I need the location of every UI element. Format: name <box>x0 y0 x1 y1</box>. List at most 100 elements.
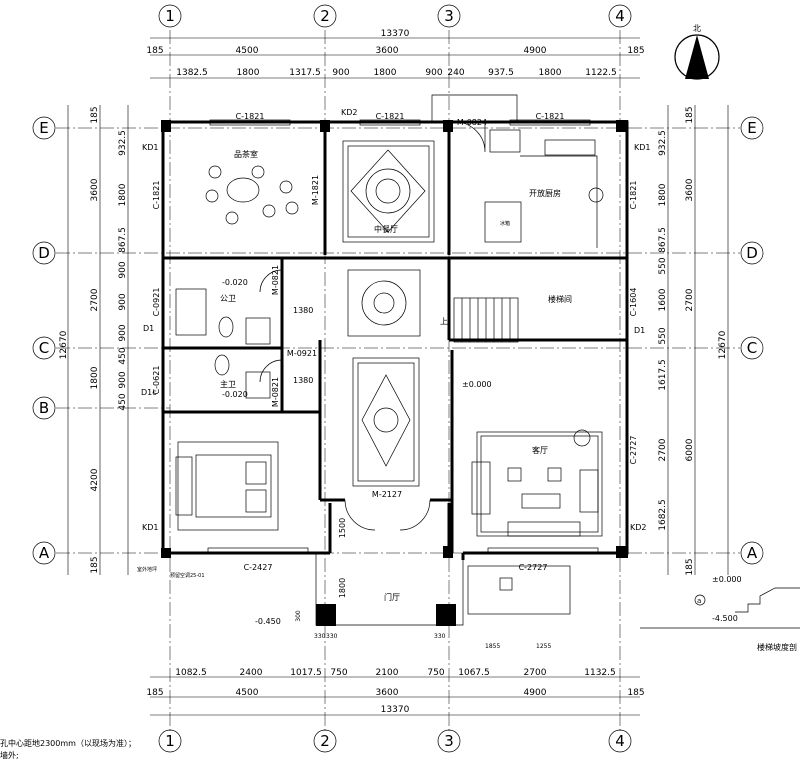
dim-right-m3: 2700 <box>685 288 695 311</box>
hall-ornament <box>347 269 421 337</box>
dim-bot-main-1: 4500 <box>236 688 259 698</box>
dim-right-m5: 185 <box>685 558 695 575</box>
legend-circle: a <box>697 597 701 605</box>
corridor-carpet <box>352 357 420 487</box>
dim-left-d9: 450 <box>118 393 128 410</box>
dim-left-total: 12670 <box>59 330 69 359</box>
mark-kd1-right: KD1 <box>634 143 651 152</box>
axis-D-left: D <box>38 244 50 262</box>
window-c2427: C-2427 <box>244 563 273 572</box>
windows: C-1821 C-1821 C-1821 C-1821 C-1821 C-092… <box>152 112 638 572</box>
room-living: 客厅 <box>532 445 548 455</box>
dim-bot-total: 13370 <box>381 705 410 715</box>
dim-bot-edge-l: 185 <box>146 688 163 698</box>
walls <box>161 94 629 626</box>
columns <box>161 120 628 626</box>
dim-top-d6: 900 <box>425 68 442 78</box>
legend-elev-top: ±0.000 <box>712 575 742 584</box>
dim-bot-d9: 1132.5 <box>584 668 616 678</box>
mark-elev-living: ±0.000 <box>462 380 492 389</box>
stairs <box>453 297 519 343</box>
dim-top-main-1: 4500 <box>236 46 259 56</box>
axis-A-right: A <box>747 544 758 562</box>
window-c1821-b: C-1821 <box>376 112 405 121</box>
dim-top-d10: 1122.5 <box>585 68 617 78</box>
axis-4-bottom: 4 <box>615 732 625 750</box>
room-master-wc: 主卫 <box>220 379 236 389</box>
axis-4-top: 4 <box>615 7 625 25</box>
window-c2727-right: C-2727 <box>629 436 638 465</box>
room-tea-room: 品茶室 <box>234 149 258 159</box>
room-dining: 中餐厅 <box>374 224 398 234</box>
doors: M-0824 M-1821 M-0821 M-0921 M-0821 M-212… <box>259 118 487 531</box>
mark-d1-b: D1c <box>141 388 157 397</box>
bottom-notes: 孔中心距地2300mm（以现场为准）； 墙外; <box>0 738 136 760</box>
mark-kd2-bottom-right: KD2 <box>630 523 647 532</box>
row-axis-right: E D C A <box>740 116 764 565</box>
legend-ramp-label: 楼梯坡度剖 <box>757 642 797 652</box>
living-sofa <box>471 429 603 537</box>
dim-right-d9: 1682.5 <box>658 499 668 531</box>
room-labels: 品茶室 中餐厅 开放厨房 楼梯间 公卫 主卫 客厅 门厅 冰箱 <box>220 149 572 602</box>
mark-kd2-top: KD2 <box>341 108 358 117</box>
window-c1821-left: C-1821 <box>152 181 161 210</box>
dim-right-d3: 867.5 <box>658 227 668 253</box>
dim-bot-d4: 750 <box>330 668 347 678</box>
kitchen <box>484 129 604 248</box>
dim-bot-main-3: 4900 <box>524 688 547 698</box>
mark-porch-330c: 330 <box>434 633 446 640</box>
dim-top-main-3: 4900 <box>524 46 547 56</box>
dim-bot-d1: 1082.5 <box>175 668 207 678</box>
dim-top-d3: 1317.5 <box>289 68 321 78</box>
dim-right-d5: 1600 <box>658 288 668 311</box>
door-m0821-b: M-0821 <box>271 377 280 407</box>
dim-left-d2: 1800 <box>118 183 128 206</box>
room-kitchen: 开放厨房 <box>529 188 561 198</box>
legend-elev-bottom: -4.500 <box>712 614 738 623</box>
dim-right-d1: 932.5 <box>658 130 668 156</box>
mark-porch-300: 300 <box>295 610 302 622</box>
mark-width-1380-b: 1380 <box>293 376 313 385</box>
dim-bot-d8: 2700 <box>524 668 547 678</box>
dim-top-d7: 240 <box>447 68 464 78</box>
dim-right-d8: 2700 <box>658 438 668 461</box>
axis-1-bottom: 1 <box>165 732 175 750</box>
window-c1821-c: C-1821 <box>536 112 565 121</box>
axis-B-left: B <box>39 399 49 417</box>
dim-bot-d6: 750 <box>427 668 444 678</box>
note-ac-tag: 预留空调25-01 <box>170 572 205 579</box>
window-c0621: C-0621 <box>152 366 161 395</box>
dim-right-m2: 3600 <box>685 178 695 201</box>
window-c2727-bottom: C-2727 <box>519 563 548 572</box>
dim-top-main-2: 3600 <box>376 46 399 56</box>
dining-carpet <box>342 140 435 243</box>
mark-width-1800: 1800 <box>338 578 347 598</box>
mark-elev-public: -0.020 <box>222 278 248 287</box>
dim-top-total: 13370 <box>381 29 410 39</box>
door-m1821: M-1821 <box>311 175 320 205</box>
mark-width-1500: 1500 <box>338 518 347 538</box>
mark-porch-330a: 330 <box>314 633 326 640</box>
dim-left-m1: 185 <box>90 106 100 123</box>
axis-C-left: C <box>39 339 49 357</box>
mark-d1-a: D1 <box>143 324 154 333</box>
dim-left-d8: 900 <box>118 371 128 388</box>
bedroom-bed <box>175 441 279 531</box>
furniture <box>175 129 604 615</box>
axis-1-top: 1 <box>165 7 175 25</box>
dim-bot-main-2: 3600 <box>376 688 399 698</box>
dim-right-total: 12670 <box>718 330 728 359</box>
dim-bot-d3: 1017.5 <box>290 668 322 678</box>
dim-right-d4: 550 <box>658 257 668 274</box>
right-dimensions: 932.5 1800 867.5 550 1600 550 1617.5 270… <box>658 105 729 576</box>
mark-elev-master: -0.020 <box>222 390 248 399</box>
axis-E-left: E <box>39 119 48 137</box>
dim-bot-d5: 2100 <box>376 668 399 678</box>
dim-bot-d7: 1067.5 <box>458 668 490 678</box>
axis-3-top: 3 <box>444 7 454 25</box>
column-axis-top: 1 2 3 4 <box>158 4 632 28</box>
foyer-cabinets <box>467 565 571 615</box>
mark-porch-330b: 330 <box>326 633 338 640</box>
dim-left-d5: 900 <box>118 293 128 310</box>
